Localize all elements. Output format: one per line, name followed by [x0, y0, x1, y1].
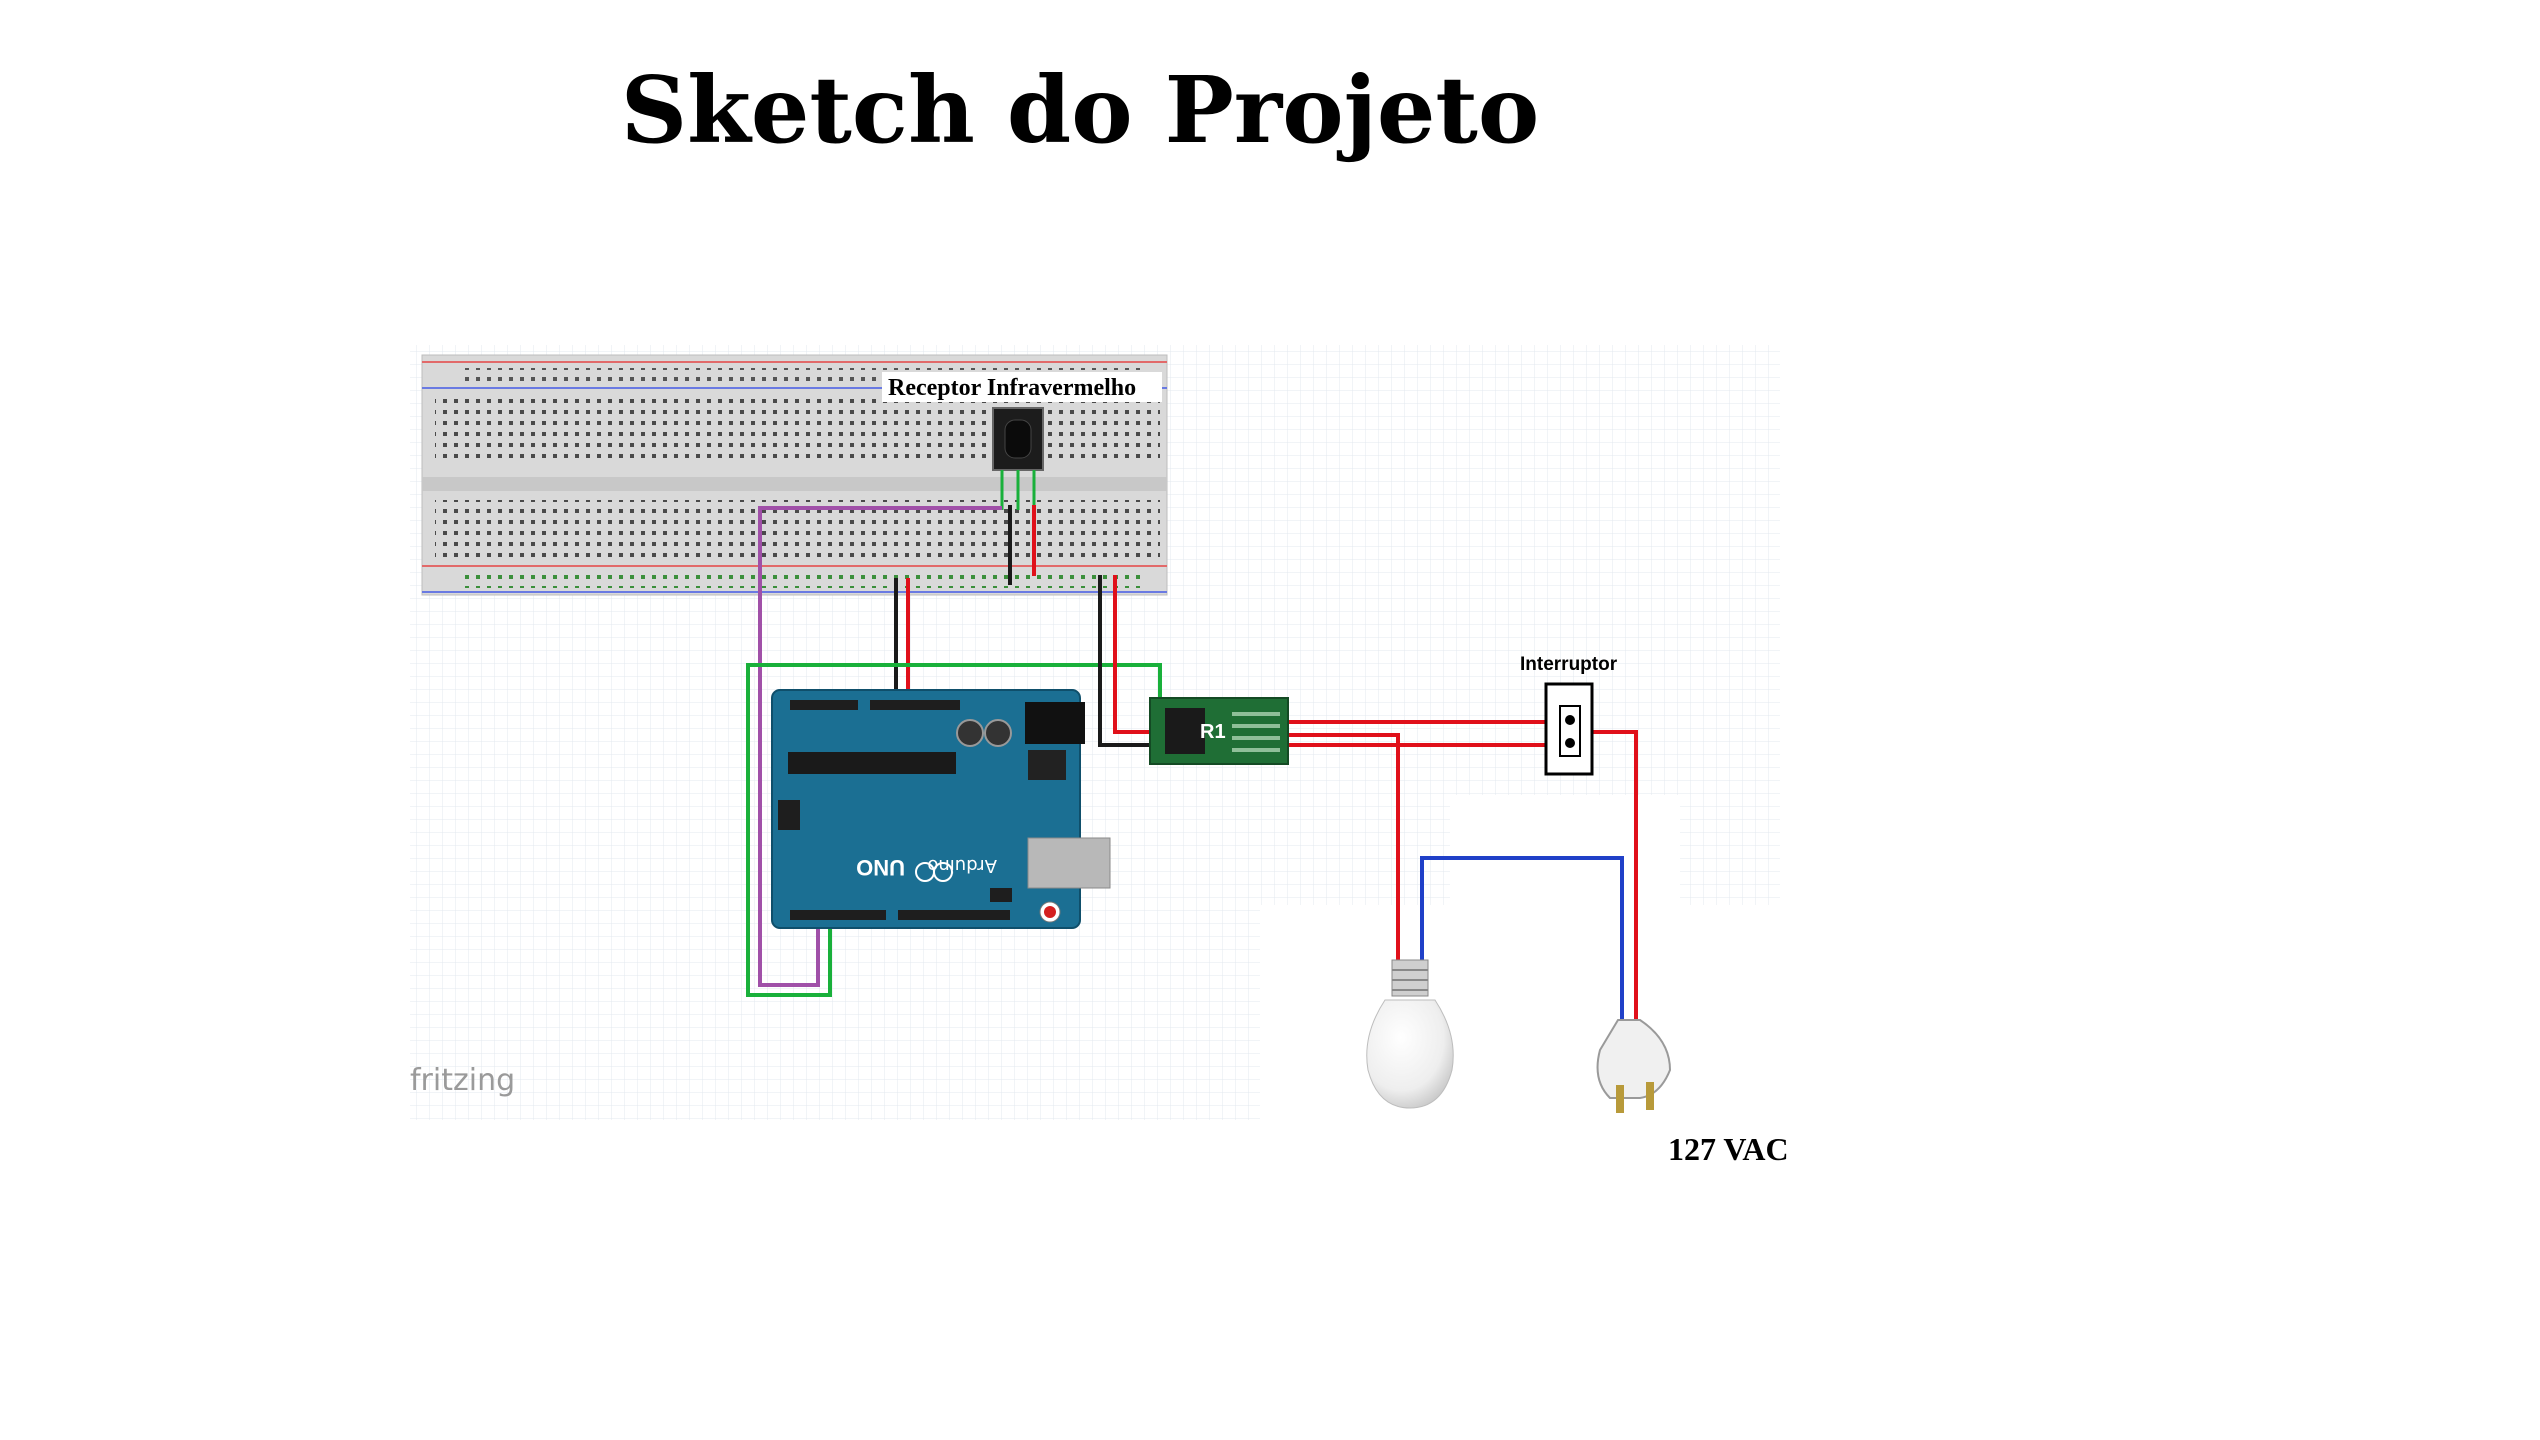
lightbulb: [1366, 959, 1454, 1109]
switch: Interruptor: [1520, 654, 1618, 776]
ir-receiver: Receptor Infravermelho: [882, 372, 1162, 510]
arduino-model-label: UNO: [856, 855, 905, 880]
arduino-uno: UNO Arduino: [771, 689, 1111, 929]
power-plug: 127 VAC: [1596, 1019, 1789, 1167]
switch-label: Interruptor: [1520, 654, 1618, 675]
wire-relay-bulb: [1288, 733, 1400, 965]
page-title: Sketch do Projeto: [621, 56, 1540, 164]
wires: [746, 505, 1638, 1025]
wire-rail-gnd-relay: [1098, 575, 1162, 747]
arduino-brand-label: Arduino: [927, 855, 997, 876]
wire-purple-signal: [758, 506, 1002, 987]
fritzing-watermark: fritzing: [410, 1063, 515, 1098]
voltage-label: 127 VAC: [1668, 1131, 1789, 1167]
relay-label: R1: [1200, 721, 1226, 743]
ir-receiver-label: Receptor Infravermelho: [888, 375, 1136, 401]
relay-module: R1: [1149, 697, 1289, 765]
wire-neutral: [1420, 856, 1624, 1025]
wire-rail-vcc-relay: [1113, 575, 1162, 734]
wire-green-control: [746, 663, 1162, 997]
